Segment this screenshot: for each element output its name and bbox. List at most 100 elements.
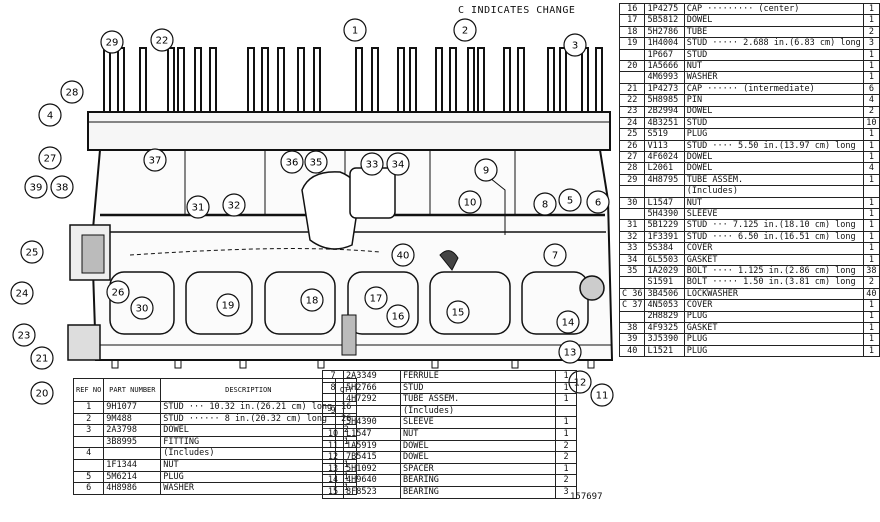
part-number: 9M488 [103,412,162,426]
part-quantity: 2 [555,451,577,464]
ref-number: 29 [618,173,646,187]
ref-number: 16 [618,2,646,16]
part-number: 3B4506 [644,287,685,301]
callout-number: 18 [306,296,319,307]
part-quantity: 1 [862,253,880,267]
part-description: COVER [683,299,864,312]
ref-number [618,276,646,289]
ref-number: 2 [72,412,105,426]
part-number: 1F3391 [644,230,685,244]
part-description: COVER [683,242,864,255]
callout-number: 7 [552,251,558,262]
ref-number: 7 [322,370,344,383]
callout-number: 29 [106,38,119,49]
part-quantity: 1 [555,427,577,441]
part-quantity: 3 [862,37,880,50]
part-number: L1547 [644,196,685,210]
callout-balloon [216,293,240,317]
callout-balloon [446,300,470,324]
part-description: PLUG [683,333,864,346]
stud [547,47,555,113]
callout-number: 27 [44,154,57,165]
callout-balloon [590,383,614,407]
part-number: 5B5812 [644,14,685,27]
callout-number: 35 [310,158,323,169]
part-number: 1H4004 [644,37,685,50]
part-description: BOLT ····· 1.50 in.(3.81 cm) long [683,276,864,289]
stud [467,47,475,113]
stud [435,47,443,113]
part-description: SLEEVE [400,416,556,429]
stud [209,47,217,113]
callout-number: 16 [392,312,405,323]
part-quantity: 1 [555,393,577,406]
callout-number: 13 [564,348,577,359]
ref-number: 26 [618,139,646,153]
callout-balloon [453,18,477,42]
stud [409,47,417,113]
part-number: 4M6993 [644,71,685,84]
ref-number: 6 [72,482,105,495]
part-number [343,404,401,418]
col-description: DESCRIPTION [160,378,337,402]
stud [371,47,379,113]
part-quantity: 1 [862,208,880,221]
callout-number: 21 [36,354,49,365]
callout-number: 30 [136,304,149,315]
part-quantity: 1 [862,219,880,232]
part-quantity: 1 [862,242,880,255]
part-quantity: 2 [862,25,880,39]
part-number: 2B2994 [644,105,685,118]
ref-number: 24 [618,116,646,130]
callout-number: 6 [595,198,601,209]
callout-balloon [38,146,62,170]
callout-balloon [386,304,410,328]
callout-balloon [60,80,84,104]
part-quantity: 2 [862,276,880,289]
callout-number: 15 [452,308,465,319]
table-row: 4(Includes) [72,447,358,460]
part-quantity: 38 [862,264,880,278]
ref-number: 11 [322,439,344,453]
callout-number: 24 [16,289,29,300]
callout-number: 11 [596,391,609,402]
part-number: V113 [644,139,685,153]
ref-number [322,393,344,406]
part-number: L2061 [644,162,685,175]
callout-balloon [30,381,54,405]
part-description: NUT [400,427,556,441]
ref-number: 30 [618,196,646,210]
callout-number: 40 [397,251,410,262]
callout-balloon [543,243,567,267]
part-description: STUD ···· 5.50 in.(13.97 cm) long [683,139,864,153]
ref-number: 28 [618,162,646,175]
callout-balloon [106,280,130,304]
callout-balloon [343,18,367,42]
callout-number: 1 [352,26,358,37]
callout-balloon [280,150,304,174]
part-number: 9H1077 [103,401,162,414]
ref-number [618,71,646,84]
part-number: 1P4275 [644,2,685,16]
ref-number [72,435,105,449]
part-quantity: 1 [555,370,577,383]
callout-number: 2 [462,26,468,37]
part-quantity: 4 [862,162,880,175]
part-number: 2H8829 [644,310,685,323]
part-number: 4N5053 [644,299,685,312]
ref-number: 21 [618,82,646,96]
part-number: 8F8523 [343,485,401,499]
part-number: 6L5503 [644,253,685,267]
